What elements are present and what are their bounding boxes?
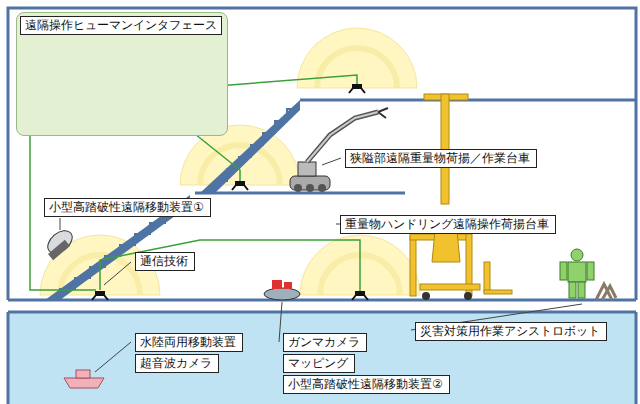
label-text: 重量物ハンドリング遠隔操作荷揚台車 (345, 217, 549, 231)
assist-robot (560, 249, 594, 298)
tech-label: マッピング (283, 354, 355, 373)
label-text: マッピング (288, 356, 348, 370)
water-area (8, 312, 636, 404)
interface-panel: 遠隔操作ヒューマンインタフェース (16, 12, 228, 136)
label-text: 小型高踏破性遠隔移動装置② (288, 377, 443, 391)
label-text: 通信技術 (140, 254, 188, 268)
device-label: 重量物ハンドリング遠隔操作荷揚台車 (340, 215, 556, 234)
device-label: 狭隘部遠隔重量物荷揚／作業台車 (345, 149, 537, 168)
label-text: 災害対策用作業アシストロボット (420, 324, 600, 338)
tech-label: 通信技術 (135, 252, 195, 271)
heavy-lift-cart (410, 94, 512, 296)
device-label: 小型高踏破性遠隔移動装置② (283, 375, 450, 394)
label-text: 水陸両用移動装置 (140, 335, 236, 349)
stair-climbing-robot (43, 226, 76, 260)
building-wall (8, 8, 636, 404)
label-text: ガンマカメラ (288, 335, 360, 349)
device-label: 小型高踏破性遠隔移動装置① (44, 198, 211, 217)
label-text: 超音波カメラ (140, 356, 212, 370)
device-label: 災害対策用作業アシストロボット (415, 322, 607, 341)
label-text: 遠隔操作ヒューマンインタフェース (20, 16, 222, 35)
device-label: 水陸両用移動装置 (135, 333, 243, 352)
label-text: 小型高踏破性遠隔移動装置① (49, 200, 204, 214)
tech-label: 超音波カメラ (135, 354, 219, 373)
small-robot (264, 280, 300, 300)
label-text: 狭隘部遠隔重量物荷揚／作業台車 (350, 151, 530, 165)
tech-label: ガンマカメラ (283, 333, 367, 352)
amphibious-device (64, 370, 104, 388)
